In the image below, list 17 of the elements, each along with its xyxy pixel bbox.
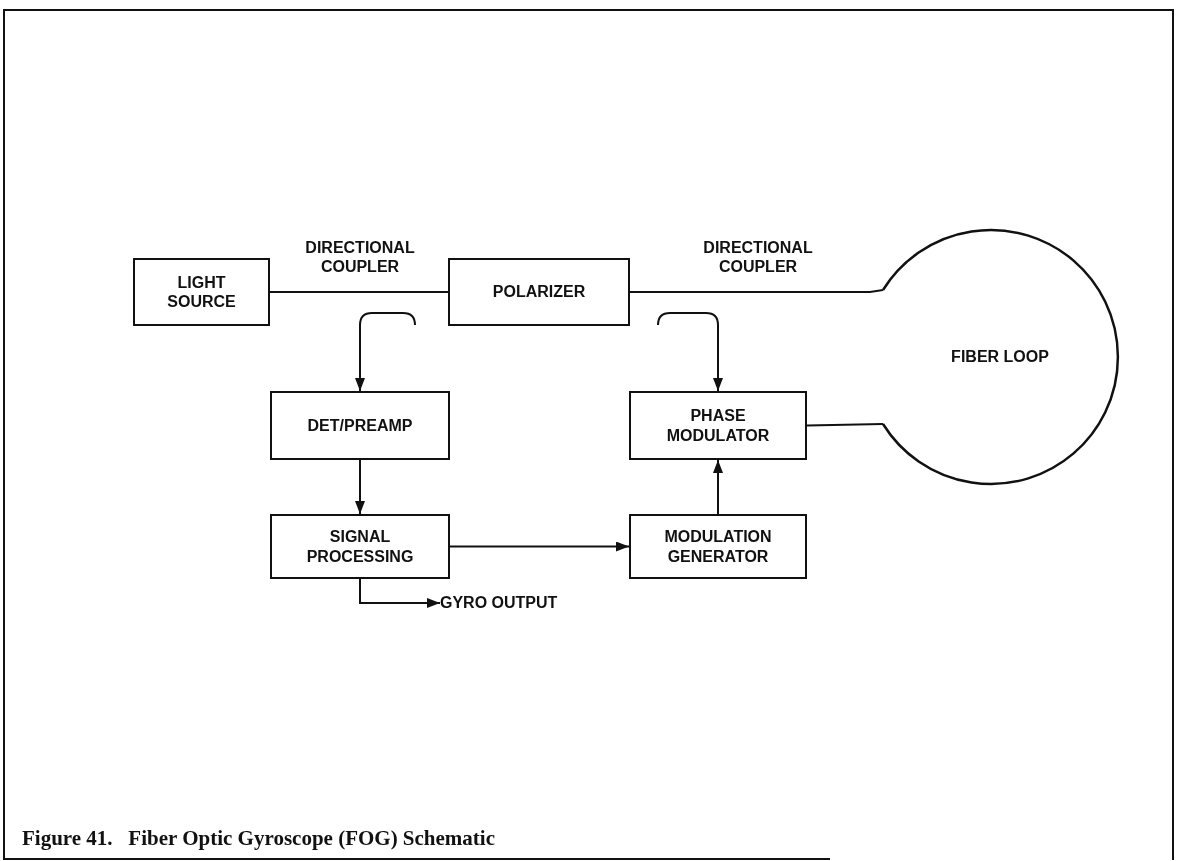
figure-caption: Figure 41. Fiber Optic Gyroscope (FOG) Schematic — [22, 826, 495, 851]
arrow — [713, 459, 723, 515]
output-label: GYRO OUTPUT — [440, 592, 590, 614]
arrow — [449, 541, 630, 552]
connector-line — [269, 291, 449, 293]
arrow — [355, 459, 365, 515]
process-box: PHASE MODULATOR — [629, 391, 807, 460]
arrow — [657, 312, 723, 392]
process-box: POLARIZER — [448, 258, 630, 326]
connector-line — [806, 423, 884, 427]
arrow — [355, 312, 416, 392]
process-box: SIGNAL PROCESSING — [270, 514, 450, 579]
connector-line — [629, 289, 884, 293]
process-box: DET/PREAMP — [270, 391, 450, 460]
process-box: LIGHT SOURCE — [133, 258, 270, 326]
process-box: MODULATION GENERATOR — [629, 514, 807, 579]
arrow — [359, 578, 441, 608]
